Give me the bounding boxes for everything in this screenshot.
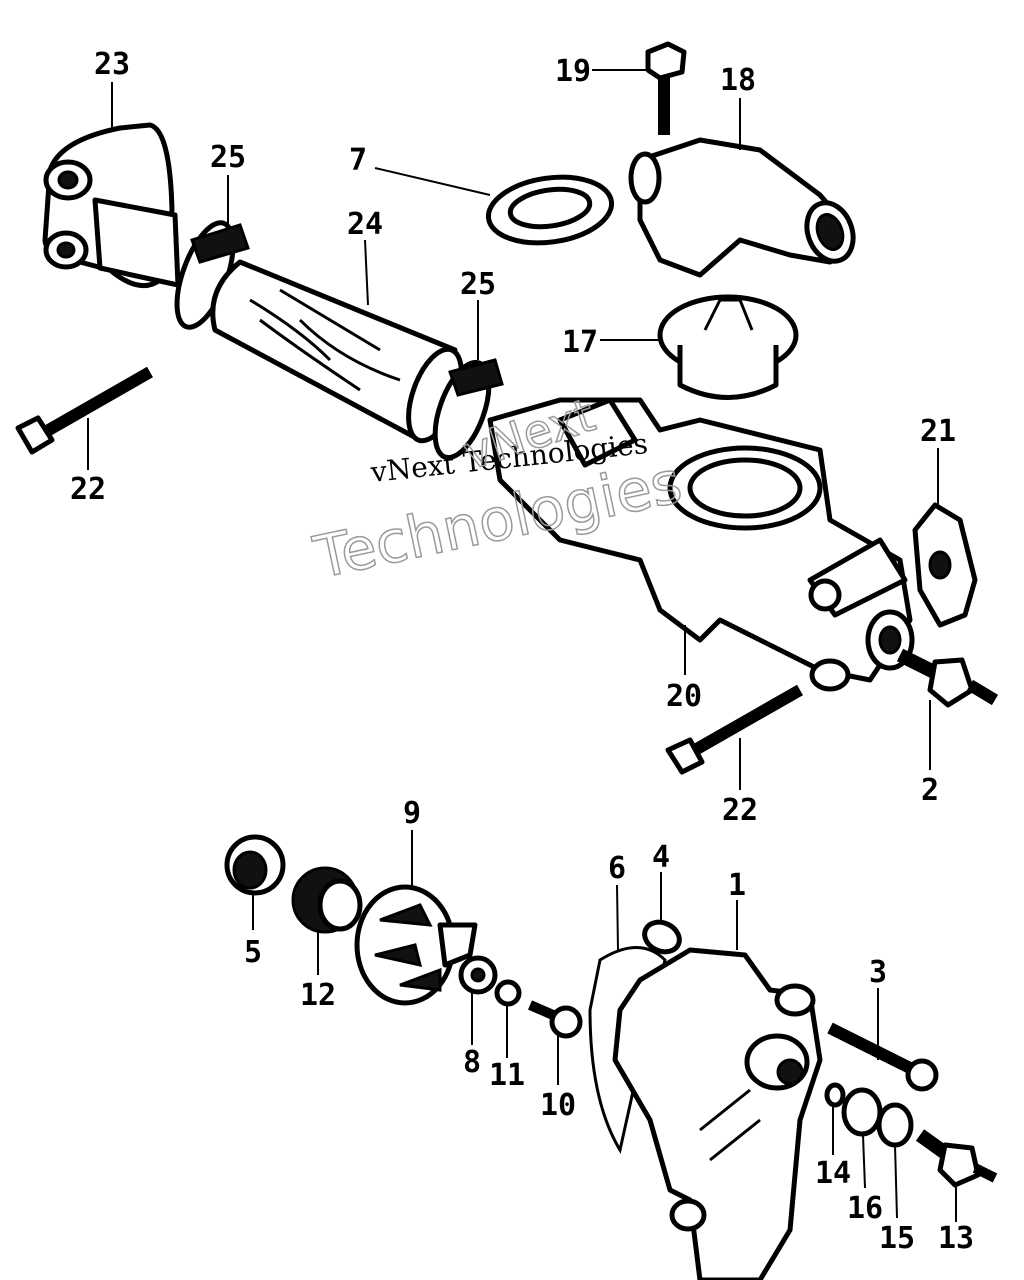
label-22-right: 22 (722, 793, 758, 828)
part-13-sender-unit (915, 1129, 998, 1188)
part-22-bolt-right (665, 684, 803, 775)
label-8: 8 (463, 1045, 481, 1080)
label-11: 11 (489, 1058, 525, 1093)
part-6-o-ring (588, 946, 667, 1154)
label-19: 19 (555, 54, 591, 89)
part-8-washer (458, 955, 498, 995)
label-16: 16 (847, 1191, 883, 1226)
part-25-hose-clamp-right (432, 358, 504, 461)
part-11-lock-washer (494, 979, 522, 1007)
part-17-thermostat (657, 294, 799, 400)
leader-lines (87, 69, 957, 1222)
part-20-thermostat-housing (487, 397, 915, 692)
label-1: 1 (728, 868, 746, 903)
part-7-gasket (485, 174, 615, 246)
part-2-temperature-sensor (896, 648, 999, 708)
part-22-bolt-left (15, 366, 153, 455)
part-3-bolt (827, 1022, 939, 1092)
part-12-seal (291, 866, 363, 934)
label-9: 9 (403, 796, 421, 831)
part-16-washer (841, 1087, 883, 1137)
part-9-impeller (354, 884, 478, 1006)
label-21: 21 (920, 414, 956, 449)
label-2: 2 (921, 773, 939, 808)
part-4-dowel-pin (642, 919, 682, 955)
label-4: 4 (652, 840, 670, 875)
label-6: 6 (608, 851, 626, 886)
part-number-labels: 23 25 24 7 19 18 25 17 21 22 20 22 2 9 6… (70, 47, 974, 1256)
label-5: 5 (244, 935, 262, 970)
label-13: 13 (938, 1221, 974, 1256)
label-18: 18 (720, 63, 756, 98)
part-10-bolt (528, 1000, 583, 1039)
label-25-right: 25 (460, 267, 496, 302)
label-24: 24 (347, 207, 383, 242)
label-25-left: 25 (210, 140, 246, 175)
label-15: 15 (879, 1221, 915, 1256)
label-17: 17 (562, 325, 598, 360)
part-23-elbow-fitting (42, 122, 181, 289)
label-12: 12 (300, 978, 336, 1013)
part-24-hose (210, 259, 464, 444)
part-21-flange-gasket (912, 502, 978, 628)
part-25-hose-clamp-left (174, 220, 250, 330)
label-20: 20 (666, 679, 702, 714)
label-14: 14 (815, 1156, 851, 1191)
label-23: 23 (94, 47, 130, 82)
part-18-thermostat-cover (628, 137, 856, 278)
part-5-bearing (224, 834, 286, 896)
part-19-bolt (645, 41, 687, 135)
label-10: 10 (540, 1088, 576, 1123)
part-14-washer (824, 1082, 846, 1108)
part-1-pump-body (612, 947, 823, 1280)
label-7: 7 (349, 143, 367, 178)
part-15-washer (876, 1102, 914, 1148)
label-3: 3 (869, 955, 887, 990)
label-22-left: 22 (70, 472, 106, 507)
